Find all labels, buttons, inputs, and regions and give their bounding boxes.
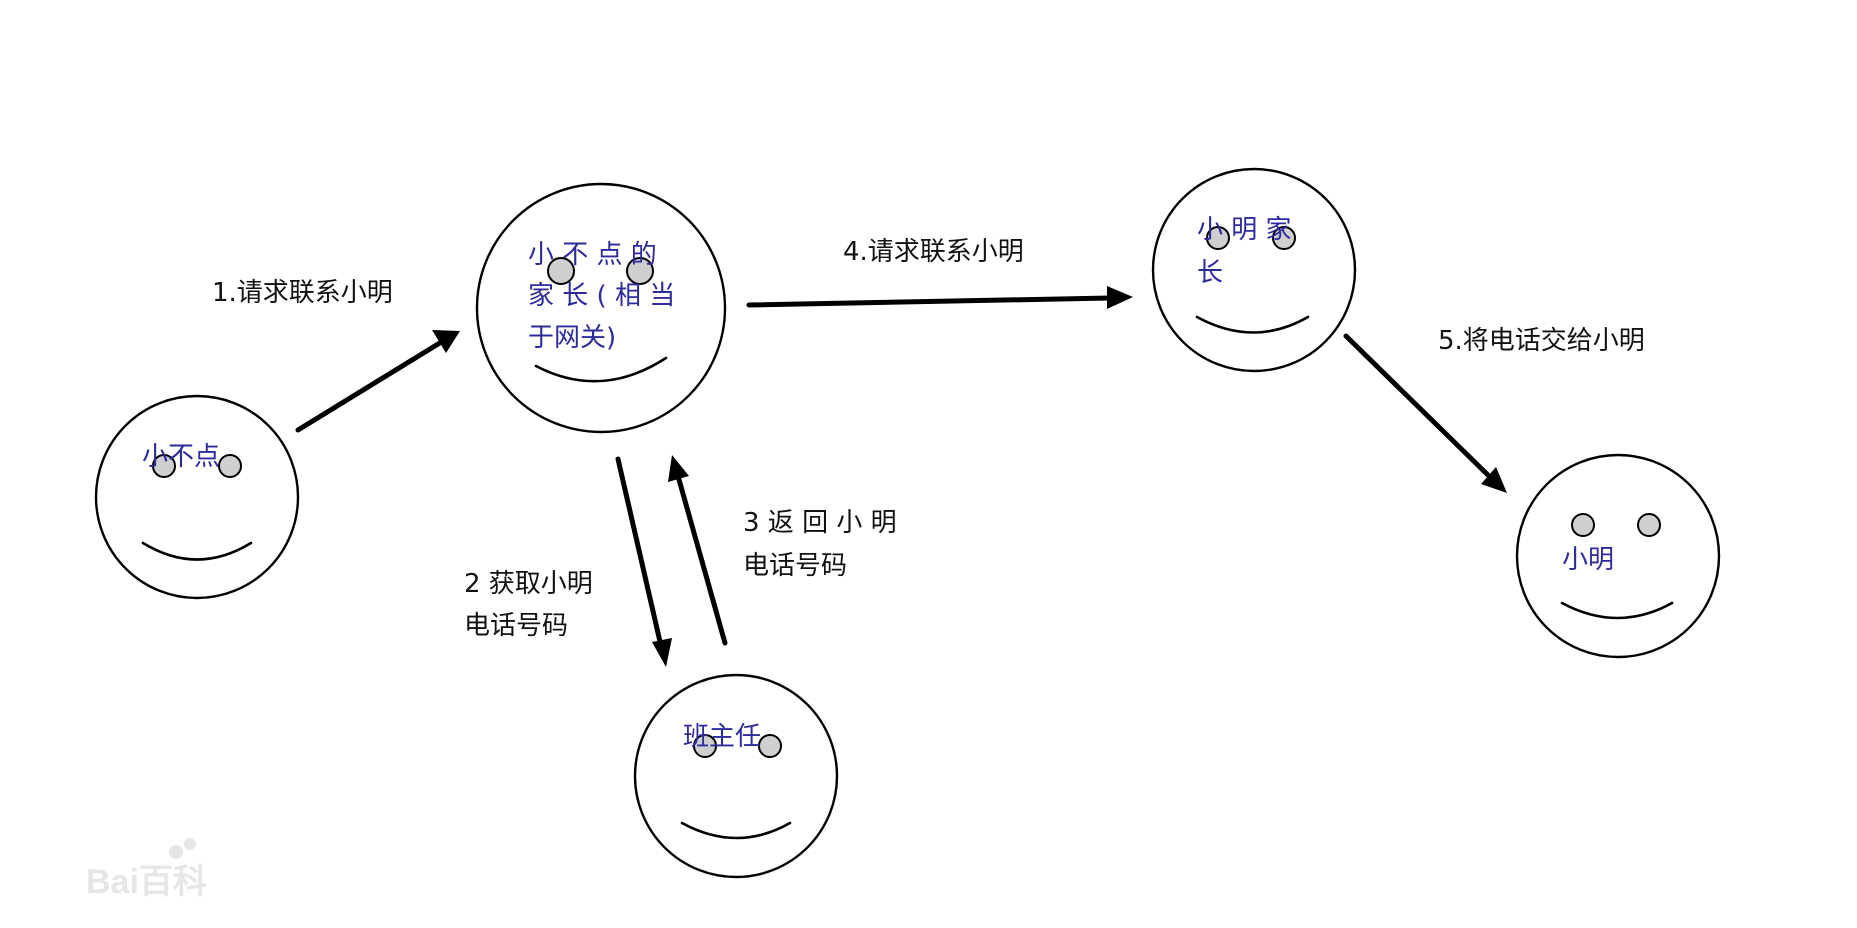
right-eye bbox=[218, 454, 242, 478]
edge-label-line: 电话号码 bbox=[464, 611, 568, 641]
watermark-logo: Bai百科 bbox=[86, 838, 207, 901]
face-circle bbox=[633, 673, 839, 879]
face-circle bbox=[475, 182, 727, 434]
edge-5: 5.将电话交给小明 bbox=[1343, 326, 1645, 493]
face-circle bbox=[94, 394, 300, 600]
edge-label-line: 3 返 回 小 明 bbox=[743, 508, 897, 538]
node-label-line: 小 明 家 bbox=[1197, 215, 1292, 245]
face-circle bbox=[1515, 453, 1721, 659]
left-eye bbox=[547, 257, 575, 285]
right-eye bbox=[1272, 226, 1296, 250]
node-label-line: 小不点 bbox=[142, 442, 220, 472]
paw-icon bbox=[169, 845, 183, 859]
node-xiaobudian: 小不点 bbox=[94, 394, 300, 600]
node-label-line: 家 长 ( 相 当 bbox=[528, 281, 675, 311]
arrow-line bbox=[1343, 333, 1493, 480]
edge-2: 2 获取小明 电话号码 bbox=[464, 456, 672, 667]
node-xiaoming: 小明 bbox=[1515, 453, 1721, 659]
left-eye bbox=[1206, 226, 1230, 250]
node-label-line: 长 bbox=[1197, 258, 1223, 288]
node-xiaobudian-parent: 小 不 点 的 家 长 ( 相 当 于网关) bbox=[475, 182, 727, 434]
paw-icon bbox=[184, 838, 196, 850]
edge-label-line: 1.请求联系小明 bbox=[212, 278, 393, 308]
edge-1: 1.请求联系小明 bbox=[212, 278, 460, 433]
right-eye bbox=[626, 257, 654, 285]
smile bbox=[1195, 315, 1310, 334]
arrow-line bbox=[615, 456, 664, 649]
smile bbox=[1560, 601, 1674, 620]
arrow-head bbox=[1107, 286, 1133, 309]
edge-label-line: 电话号码 bbox=[743, 551, 847, 581]
node-label-line: 小 不 点 的 bbox=[528, 240, 657, 270]
edge-label-line: 4.请求联系小明 bbox=[843, 237, 1024, 267]
arrow-head bbox=[1481, 467, 1507, 493]
arrow-line bbox=[295, 338, 446, 433]
face-circle bbox=[1151, 167, 1357, 373]
arrow-line bbox=[675, 473, 728, 646]
edge-label-line: 5.将电话交给小明 bbox=[1438, 326, 1645, 356]
arrow-head bbox=[668, 455, 689, 482]
left-eye bbox=[1571, 513, 1595, 537]
node-label-line: 小明 bbox=[1562, 545, 1614, 575]
arrow-head bbox=[652, 638, 672, 667]
left-eye bbox=[152, 454, 176, 478]
smile bbox=[680, 821, 792, 840]
node-xiaoming-parent: 小 明 家 长 bbox=[1151, 167, 1357, 373]
right-eye bbox=[1637, 513, 1661, 537]
node-label-line: 于网关) bbox=[528, 323, 616, 353]
edge-4: 4.请求联系小明 bbox=[746, 237, 1133, 309]
edge-label-line: 2 获取小明 bbox=[464, 569, 593, 599]
right-eye bbox=[758, 734, 782, 758]
node-label-line: 班主任 bbox=[683, 722, 761, 752]
arrow-head bbox=[432, 330, 460, 353]
arrow-line bbox=[746, 295, 1113, 308]
smile bbox=[534, 356, 668, 383]
edge-3: 3 返 回 小 明 电话号码 bbox=[668, 455, 897, 646]
smile bbox=[141, 541, 253, 561]
watermark-text: Bai百科 bbox=[86, 863, 207, 901]
node-head-teacher: 班主任 bbox=[633, 673, 839, 879]
left-eye bbox=[693, 734, 717, 758]
